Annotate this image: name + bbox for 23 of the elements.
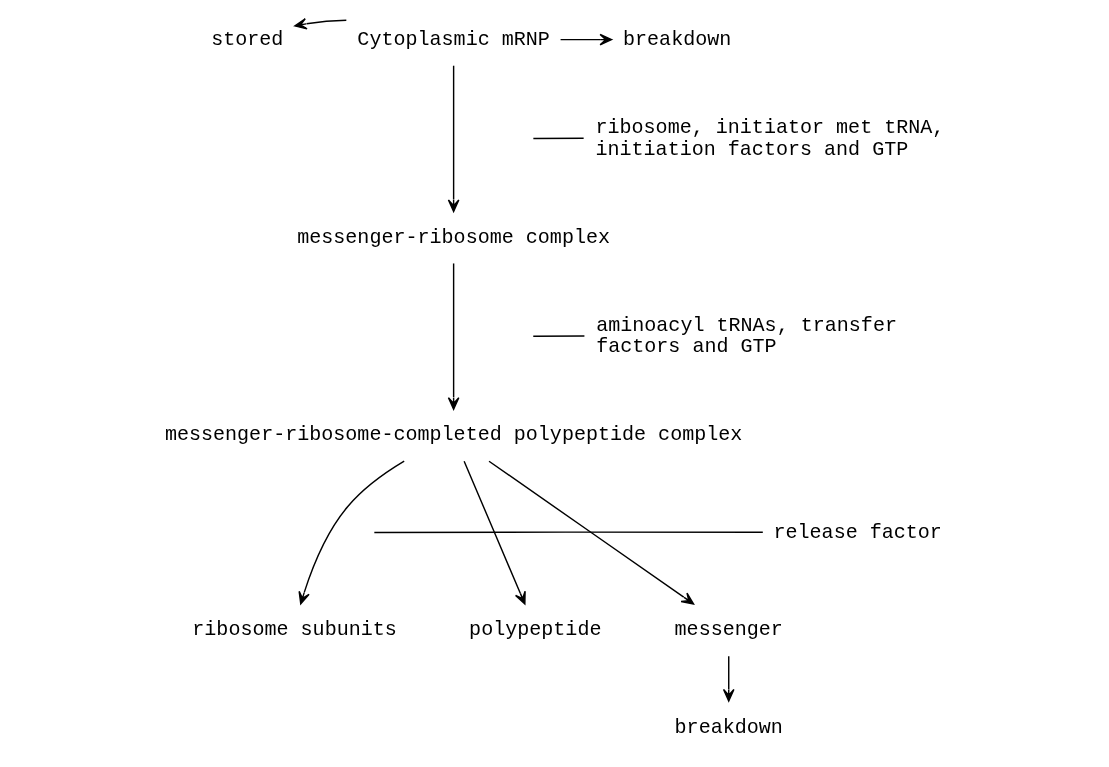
connector <box>532 137 584 140</box>
arrow <box>447 65 459 213</box>
arrow <box>447 262 459 410</box>
node-text: ribosome, initiator met tRNA, initiation factors and GTP <box>594 116 944 161</box>
arrow <box>462 460 526 605</box>
node-text: polypeptide <box>468 618 601 642</box>
node-text: messenger-ribosome-completed polypeptide complex <box>164 423 742 447</box>
arrow <box>487 460 694 605</box>
node-text: release factor <box>772 520 942 544</box>
node-text: ribosome subunits <box>191 618 397 642</box>
node-text: Cytoplasmic mRNP <box>356 27 550 51</box>
arrow <box>722 655 735 702</box>
node-text: messenger-ribosome complex <box>296 225 610 249</box>
node-text: stored <box>210 27 283 51</box>
node-text: breakdown <box>622 27 731 51</box>
node-text: messenger <box>674 618 783 642</box>
connector <box>532 335 585 337</box>
arrow <box>297 460 405 605</box>
node-text: breakdown <box>674 715 783 739</box>
node-text: aminoacyl tRNAs, transfer factors and GTP <box>595 313 897 359</box>
connector <box>373 531 764 534</box>
arrow <box>293 18 347 30</box>
arrow <box>559 33 612 46</box>
